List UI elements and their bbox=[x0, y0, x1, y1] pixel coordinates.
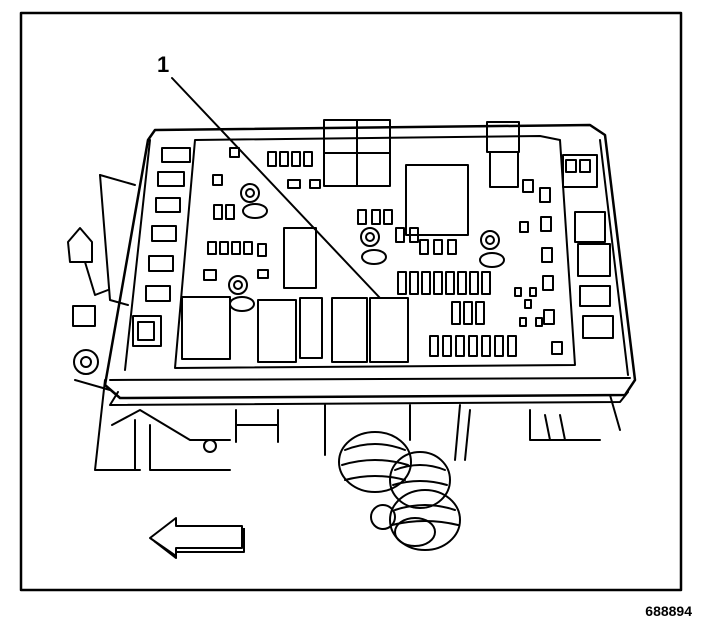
diagram-frame bbox=[19, 11, 683, 592]
left-edge-fuses bbox=[132, 147, 191, 347]
fuse-block-housing bbox=[103, 123, 637, 406]
left-mounting-bracket bbox=[67, 174, 136, 391]
lower-housing bbox=[94, 379, 621, 471]
callout-leader-line bbox=[171, 77, 381, 299]
wiring-harness bbox=[338, 431, 461, 551]
callout-label: 1 bbox=[157, 52, 170, 77]
relay-group bbox=[181, 119, 520, 363]
bolt-studs bbox=[228, 183, 505, 312]
figure-number: 688894 bbox=[645, 603, 692, 619]
arrow-left-icon bbox=[149, 517, 245, 559]
mini-fuse-group bbox=[203, 147, 321, 281]
mini-fuse-rows bbox=[357, 209, 543, 357]
fuse-panel bbox=[174, 135, 576, 369]
right-edge-fuses bbox=[522, 154, 614, 355]
